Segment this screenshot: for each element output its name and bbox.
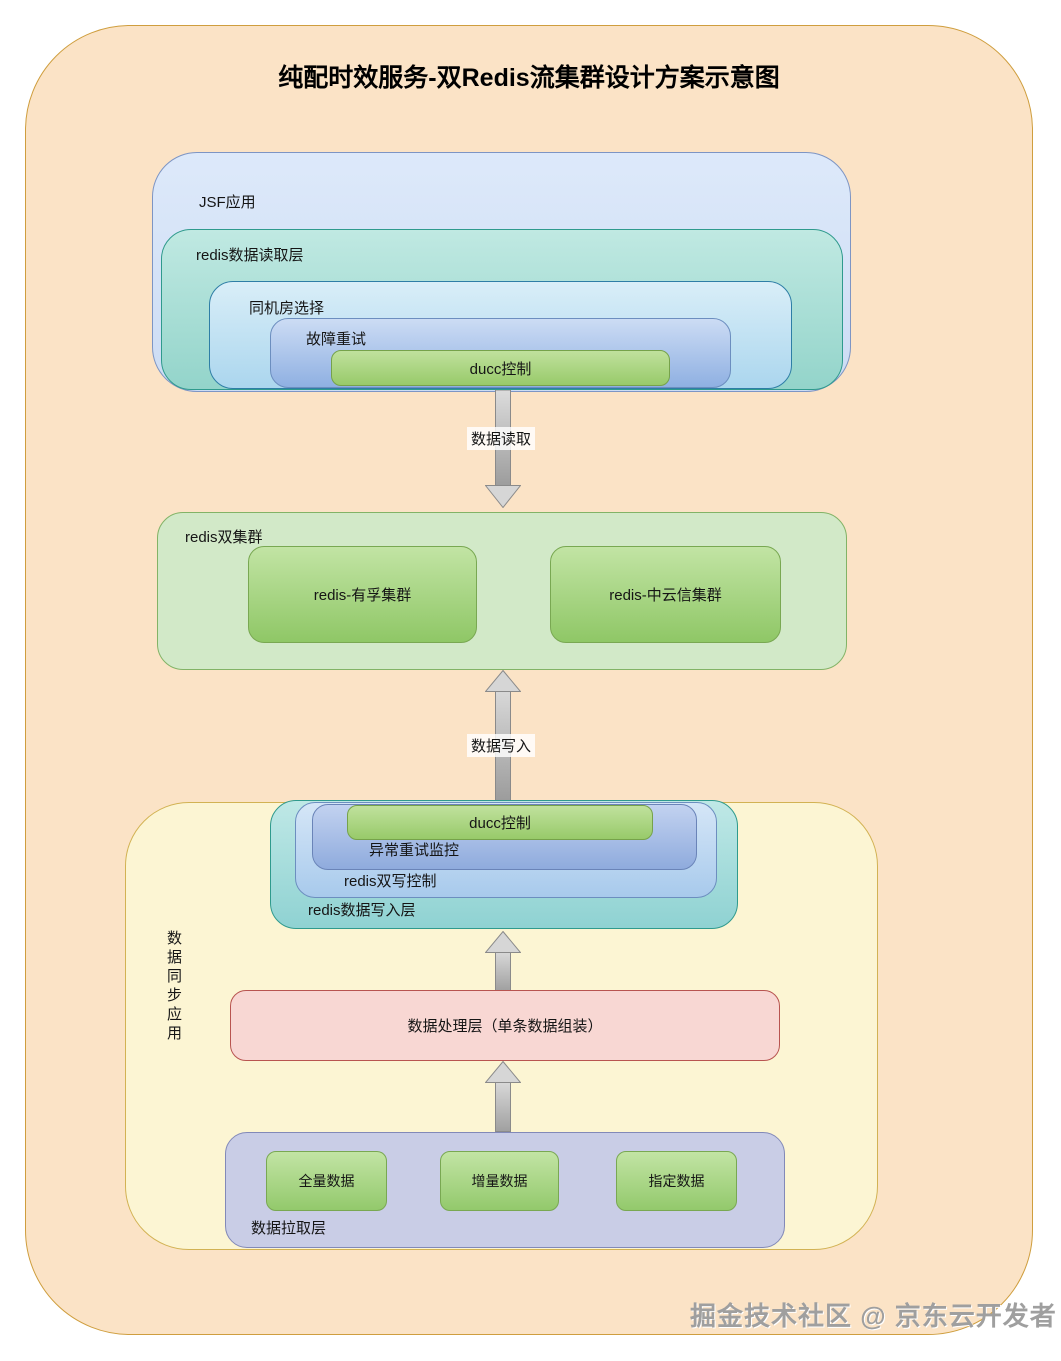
full-data-label: 全量数据	[298, 1173, 355, 1189]
redis-dual-write-control-label: redis双写控制	[344, 873, 437, 890]
redis-yofu-cluster-label: redis-有孚集群	[313, 587, 412, 604]
redis-dual-cluster-label: redis双集群	[185, 529, 263, 546]
exception-retry-monitor-label: 异常重试监控	[369, 842, 460, 859]
redis-yofu-cluster-box: redis-有孚集群	[248, 546, 477, 643]
incremental-data-label: 增量数据	[471, 1173, 528, 1189]
redis-zhongyunxin-cluster-label: redis-中云信集群	[609, 587, 722, 604]
data-process-layer-label: 数据处理层（单条数据组装）	[407, 1018, 603, 1035]
same-room-select-label: 同机房选择	[249, 300, 325, 317]
incremental-data-box: 增量数据	[440, 1151, 559, 1211]
ducc-control-write-box: ducc控制	[347, 805, 653, 840]
data-sync-app-label: 数据同步应用	[165, 930, 182, 1044]
redis-dual-cluster-box: redis双集群 redis-有孚集群 redis-中云信集群	[157, 512, 847, 670]
ducc-control-write-label: ducc控制	[469, 815, 531, 832]
redis-zhongyunxin-cluster-box: redis-中云信集群	[550, 546, 781, 643]
data-write-flow-label: 数据写入	[467, 734, 536, 757]
full-data-box: 全量数据	[266, 1151, 387, 1211]
diagram-title: 纯配时效服务-双Redis流集群设计方案示意图	[278, 64, 780, 92]
redis-write-layer-label: redis数据写入层	[308, 902, 416, 919]
data-pull-layer-label: 数据拉取层	[251, 1220, 327, 1237]
ducc-control-read-box: ducc控制	[331, 350, 670, 386]
fault-retry-label: 故障重试	[306, 331, 367, 348]
jsf-app-label: JSF应用	[199, 194, 256, 211]
ducc-control-read-label: ducc控制	[469, 360, 532, 378]
specified-data-label: 指定数据	[648, 1173, 705, 1189]
data-process-layer-box: 数据处理层（单条数据组装）	[230, 990, 780, 1061]
watermark-text: 掘金技术社区 @ 京东云开发者	[690, 1301, 1057, 1331]
process-to-write-arrow	[485, 931, 521, 991]
redis-read-layer-label: redis数据读取层	[196, 247, 304, 264]
pull-to-process-arrow	[485, 1061, 521, 1132]
specified-data-box: 指定数据	[616, 1151, 737, 1211]
data-read-flow-label: 数据读取	[467, 427, 536, 450]
data-pull-layer-box: 全量数据 增量数据 指定数据 数据拉取层	[225, 1132, 785, 1248]
